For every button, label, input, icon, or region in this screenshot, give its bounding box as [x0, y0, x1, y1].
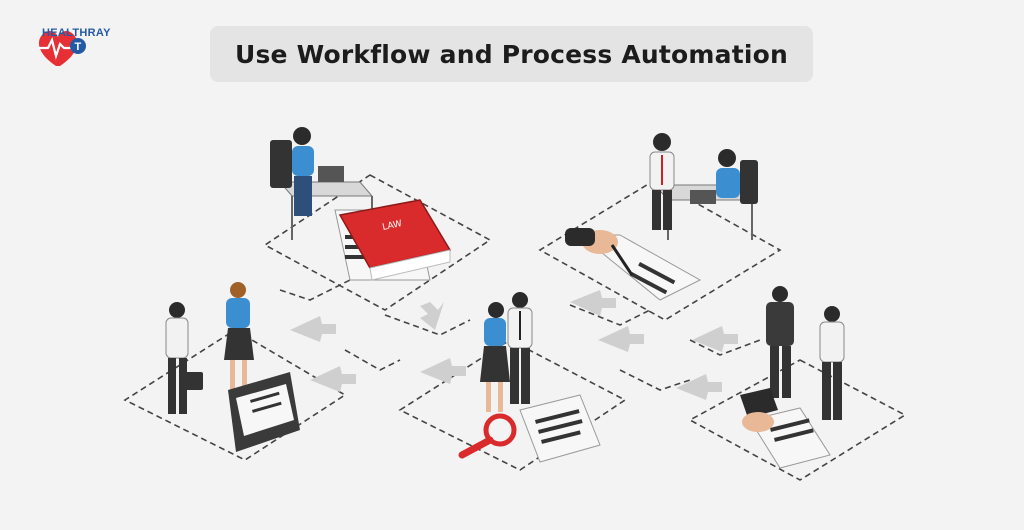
tile-top-left	[263, 174, 492, 311]
page-title: Use Workflow and Process Automation	[234, 39, 789, 69]
svg-text:T: T	[75, 41, 82, 53]
tile-top-right	[538, 179, 782, 321]
tile-right	[688, 359, 907, 481]
svg-text:LAW: LAW	[382, 219, 404, 233]
briefcase-icon	[740, 388, 778, 418]
handshake-scene-right	[740, 286, 845, 469]
brand-name: HEALTHRAY	[42, 27, 111, 39]
desk-scene-top-right	[565, 133, 758, 301]
review-scene-center	[458, 292, 601, 463]
magnifier-icon	[483, 413, 517, 447]
heart-pulse-icon: T	[38, 30, 86, 66]
handshake-scene-left	[165, 282, 300, 452]
desk-scene-top-left: LAW	[270, 127, 452, 281]
brand-logo[interactable]: T	[34, 26, 144, 76]
tile-center	[398, 339, 627, 471]
tile-left	[123, 329, 347, 461]
arrow-icon	[290, 290, 738, 400]
title-banner: Use Workflow and Process Automation	[210, 26, 813, 82]
